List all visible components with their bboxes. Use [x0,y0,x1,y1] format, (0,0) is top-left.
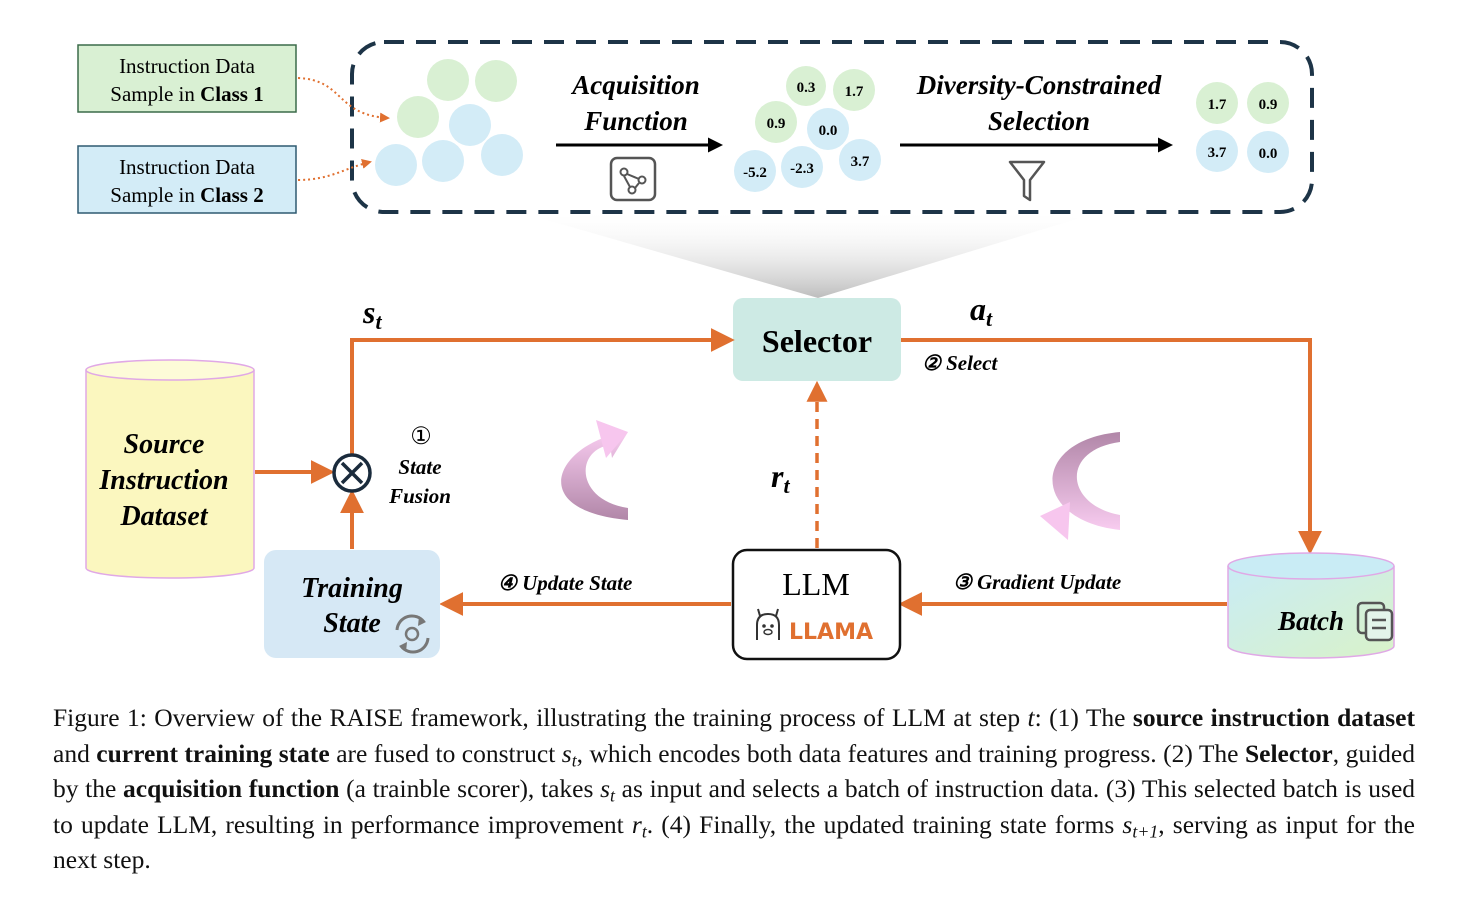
sample-circle-class1 [475,60,517,102]
acquisition-label-line2: Function [583,106,688,136]
sample-circle-class1 [427,59,469,101]
state-to-selector-arrow [350,328,735,458]
refresh-icon [395,614,430,654]
cycle-arrow-right [1040,432,1120,540]
selected-sample [1247,131,1289,173]
scored-sample-value: 0.0 [819,123,838,139]
sample-circle-class2 [422,140,464,182]
scored-sample-value: 0.9 [767,116,786,132]
reward-label: rt [771,458,790,498]
selector-box [733,298,901,381]
scored-sample [807,108,849,150]
unscored-samples [375,59,523,186]
source-dataset-line1: Source [124,429,205,460]
llm-label: LLM [782,566,850,602]
selected-sample-value: 0.9 [1259,97,1278,113]
scored-sample [839,139,881,181]
selected-sample-value: 0.0 [1259,146,1278,162]
class1-connector [297,77,390,123]
diversity-label-line2: Selection [988,106,1090,136]
class2-label-line1: Instruction Data [119,155,256,179]
scored-sample-value: 1.7 [845,84,864,100]
source-dataset-cylinder: Source Instruction Dataset [85,359,255,579]
class1-label-box: Instruction Data Sample in Class 1 [77,44,297,113]
class2-label-box: Instruction Data Sample in Class 2 [77,145,297,214]
scored-sample [755,101,797,143]
action-label: at [970,291,993,331]
class1-label-line2: Sample in Class 1 [110,82,263,106]
class1-label-line1: Instruction Data [119,54,256,78]
funnel-icon [1008,160,1046,202]
selector-to-batch-arrow [901,338,1322,555]
batch-label: Batch [1277,606,1344,636]
source-dataset-line3: Dataset [119,501,208,532]
sample-circle-class2 [375,144,417,186]
selected-sample-value: 3.7 [1208,145,1227,161]
scored-sample-value: -5.2 [743,165,767,181]
llm-box: LLM LLAMA [731,548,902,661]
framework-diagram: Instruction Data Sample in Class 1 Instr… [77,40,1395,661]
focus-funnel-shape [540,209,1080,298]
scored-sample-value: 0.3 [797,80,816,96]
step4-label: ④ Update State [498,571,632,595]
figure-caption: Figure 1: Overview of the RAISE framewor… [53,703,1416,875]
scored-sample [734,150,776,192]
llama-label: LLAMA [789,620,873,645]
sample-circle-class2 [449,104,491,146]
step1-label-line2: Fusion [388,484,451,508]
class2-label-line2: Sample in Class 2 [110,183,263,207]
sample-circle-class1 [397,96,439,138]
scored-samples: 0.3 1.7 0.9 0.0 -5.2 -2.3 3.7 [734,66,881,192]
step3-label: ③ Gradient Update [953,570,1121,594]
scored-sample [781,146,823,188]
scored-sample [786,66,826,106]
state-label: st [362,294,382,334]
cycle-arrow-left [561,420,628,520]
scored-sample-value: 3.7 [851,154,870,170]
selected-sample [1196,130,1238,172]
llama-icon [756,608,780,640]
batch-cylinder: Batch [1227,552,1395,659]
fusion-operator [332,453,372,493]
diversity-label-line1: Diversity-Constrained [916,70,1162,100]
training-state-line1: Training [301,573,403,604]
selected-sample [1247,82,1289,124]
selector-label: Selector [762,323,872,359]
source-dataset-line2: Instruction [98,465,228,496]
sample-circle-class2 [481,134,523,176]
step1-label-line1: State [398,455,441,479]
selected-samples: 1.7 0.9 3.7 0.0 [1196,82,1289,173]
graph-nodes-icon [609,156,657,202]
scored-sample-value: -2.3 [790,161,814,177]
selected-sample-value: 1.7 [1208,97,1227,113]
training-state-box: Training State [264,550,440,658]
scored-sample [833,69,875,111]
step1-number: ① [410,424,432,450]
selected-sample [1196,82,1238,124]
stacked-docs-icon [1356,601,1394,642]
acquisition-label-line1: Acquisition [570,70,700,100]
training-state-line2: State [323,608,381,639]
step2-label: ② Select [922,351,999,375]
